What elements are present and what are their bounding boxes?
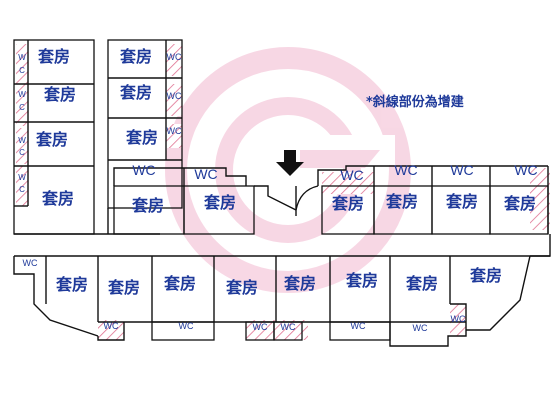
suite-label: 套房 — [55, 275, 88, 294]
wc-label: C — [19, 148, 25, 157]
wc-label: WC — [179, 321, 194, 331]
suite-label: 套房 — [331, 194, 364, 213]
annex-hatched-areas — [16, 44, 550, 340]
suite-label: 套房 — [37, 47, 70, 66]
wc-label: WC — [340, 167, 363, 183]
suite-label: 套房 — [119, 83, 152, 102]
suite-label: 套房 — [503, 194, 536, 213]
down-arrow-icon — [276, 150, 304, 176]
suite-label: 套房 — [41, 189, 74, 208]
suite-label: 套房 — [107, 278, 140, 297]
wc-label: WC — [351, 321, 366, 331]
wc-label: W — [18, 173, 26, 182]
suite-label: 套房 — [203, 193, 236, 212]
wc-label: C — [19, 185, 25, 194]
suite-label: 套房 — [283, 274, 316, 293]
suite-label: 套房 — [385, 192, 418, 211]
walls — [13, 39, 551, 347]
wc-label: WC — [514, 162, 537, 178]
room-labels: 套房套房套房套房套房套房套房套房套房套房套房套房套房套房套房套房套房套房套房套房… — [18, 47, 537, 333]
suite-label: 套房 — [225, 278, 258, 297]
wc-label: WC — [167, 91, 182, 101]
suite-label: 套房 — [35, 130, 68, 149]
wc-label: W — [18, 53, 26, 62]
suite-label: 套房 — [119, 47, 152, 66]
wc-label: WC — [104, 321, 119, 331]
ring-logo-watermark — [165, 47, 411, 293]
suite-label: 套房 — [131, 196, 164, 215]
wc-label: W — [18, 136, 26, 145]
suite-label: 套房 — [43, 85, 76, 104]
wc-label: WC — [23, 258, 38, 268]
annex-note: *斜線部份為增建 — [366, 94, 464, 110]
wc-label: WC — [253, 322, 268, 332]
wc-label: WC — [394, 162, 417, 178]
suite-label: 套房 — [163, 274, 196, 293]
wc-label: WC — [167, 52, 182, 62]
suite-label: 套房 — [125, 128, 158, 147]
wc-label: WC — [451, 314, 466, 324]
wc-label: WC — [281, 322, 296, 332]
suite-label: 套房 — [469, 266, 502, 285]
wc-label: C — [19, 66, 25, 75]
wc-label: WC — [413, 323, 428, 333]
wc-label: WC — [167, 126, 182, 136]
suite-label: 套房 — [445, 192, 478, 211]
wc-label: WC — [132, 162, 155, 178]
suite-label: 套房 — [345, 271, 378, 290]
wc-label: WC — [450, 162, 473, 178]
wc-label: WC — [194, 166, 217, 182]
wc-label: C — [19, 103, 25, 112]
wc-label: W — [18, 90, 26, 99]
suite-label: 套房 — [405, 274, 438, 293]
